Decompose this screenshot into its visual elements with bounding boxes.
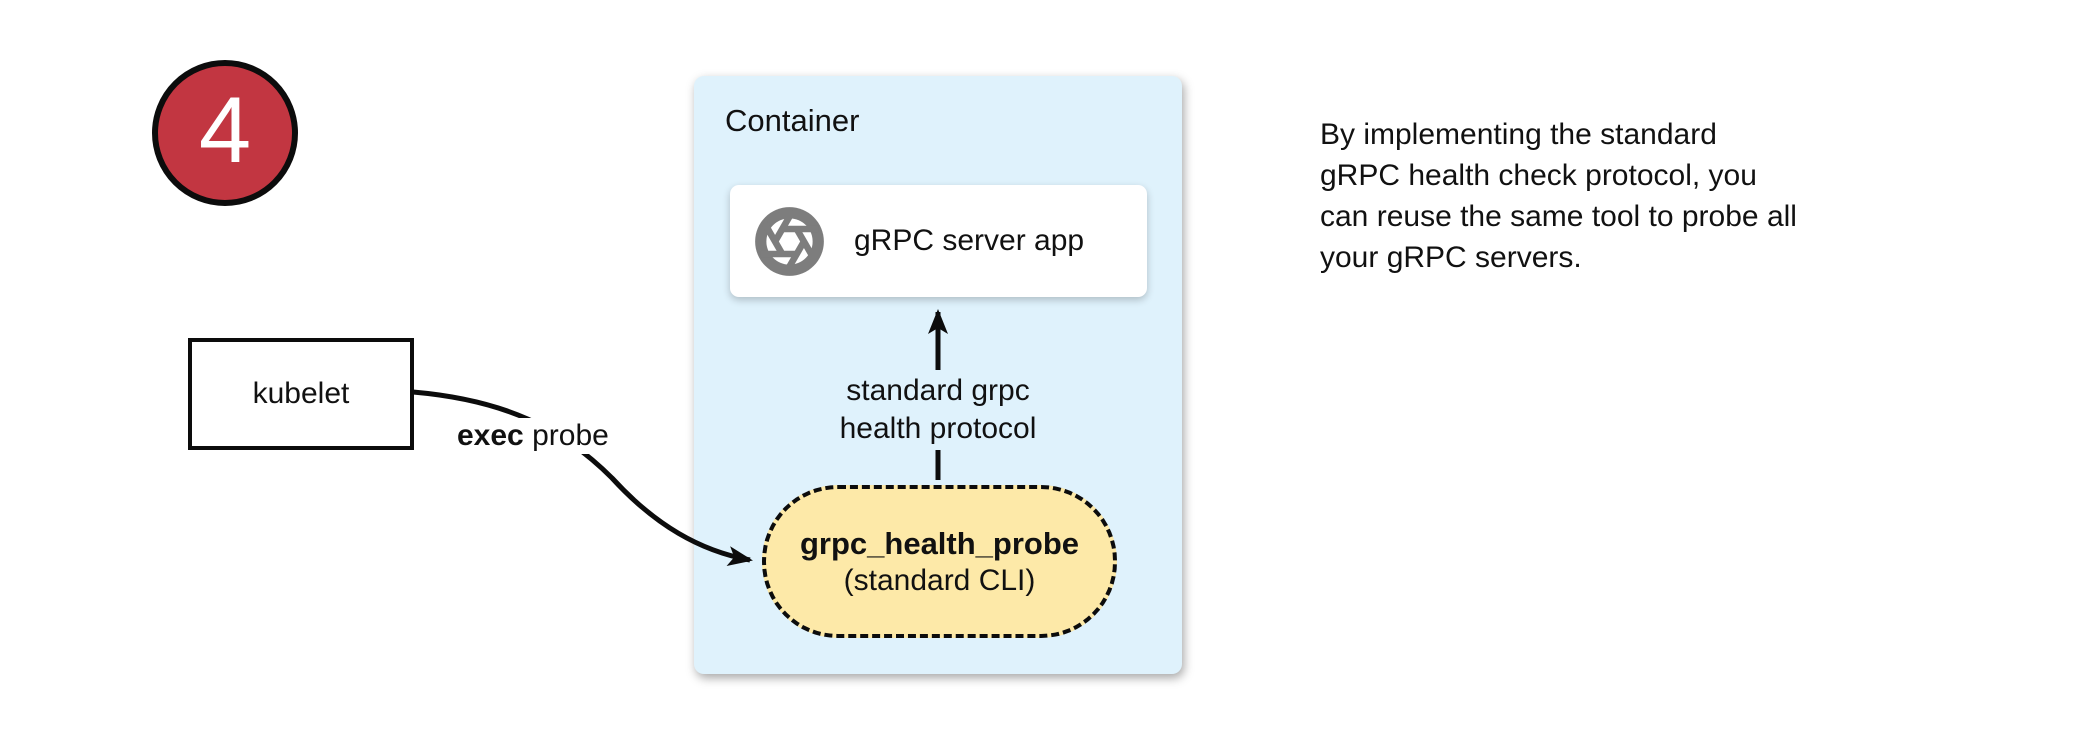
kubelet-label: kubelet xyxy=(252,377,350,410)
grpc-server-node: gRPC server app xyxy=(730,185,1147,297)
health-probe-subtitle: (standard CLI) xyxy=(843,563,1036,597)
health-probe-name: grpc_health_probe xyxy=(799,525,1080,561)
side-note-line: can reuse the same tool to probe all xyxy=(1320,200,1797,233)
step-number: 4 xyxy=(198,77,252,182)
health-protocol-line2: health protocol xyxy=(839,412,1037,445)
side-note-line: your gRPC servers. xyxy=(1320,241,1582,274)
health-probe-node: grpc_health_probe (standard CLI) xyxy=(762,485,1117,638)
health-protocol-line1: standard grpc xyxy=(846,374,1030,407)
side-note: By implementing the standard gRPC health… xyxy=(1320,114,1880,278)
exec-probe-label-rest: probe xyxy=(523,419,609,452)
health-protocol-edge-label: standard grpc health protocol xyxy=(829,370,1047,450)
side-note-line: gRPC health check protocol, you xyxy=(1320,159,1757,192)
step-badge: 4 xyxy=(152,60,298,206)
exec-probe-edge-label: exec probe xyxy=(450,418,616,454)
grpc-server-label: gRPC server app xyxy=(854,224,1085,257)
side-note-line: By implementing the standard xyxy=(1320,118,1717,151)
kubelet-node: kubelet xyxy=(188,338,414,450)
container-title: Container xyxy=(725,103,860,138)
container-node: Container gRPC server app grpc_health_pr… xyxy=(694,76,1182,674)
exec-probe-label-bold: exec xyxy=(457,419,524,452)
aperture-icon xyxy=(755,206,824,276)
